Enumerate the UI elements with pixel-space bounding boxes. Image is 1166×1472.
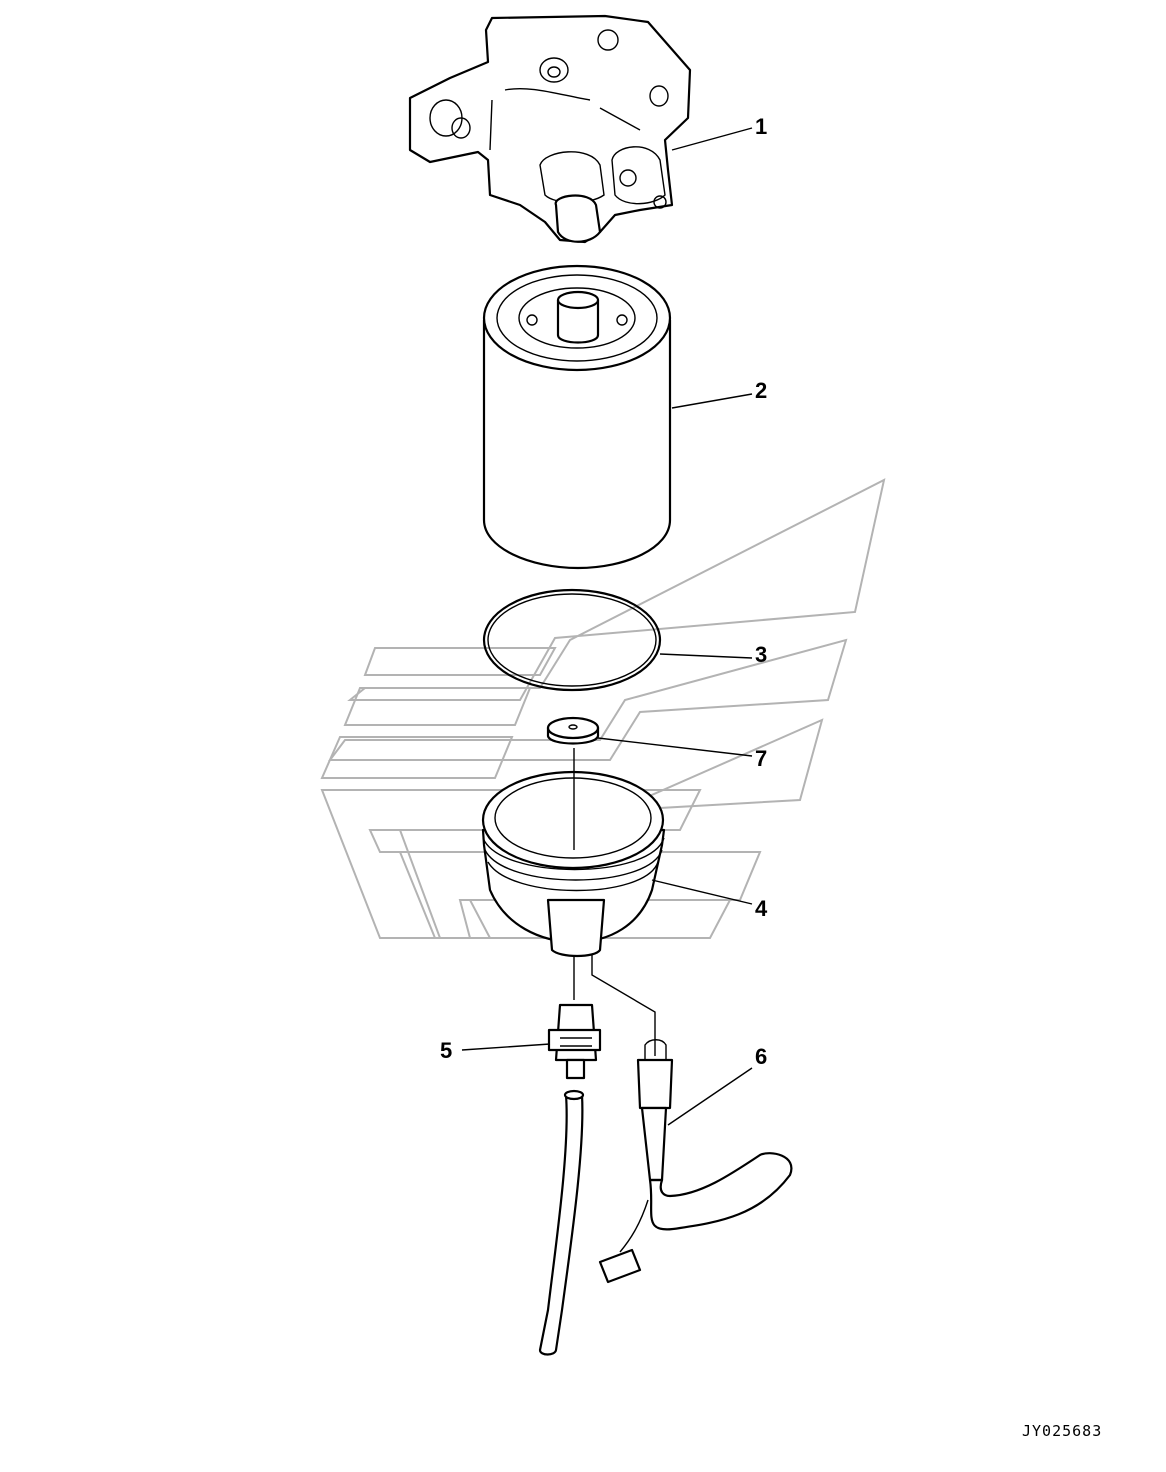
filter-element <box>482 264 672 570</box>
drain-hose <box>538 1089 585 1356</box>
callout-7: 7 <box>755 746 767 771</box>
drain-valve <box>547 955 602 1080</box>
callout-1: 1 <box>755 114 767 139</box>
leader-line-3 <box>659 653 753 659</box>
callout-4: 4 <box>755 896 768 921</box>
leader-line-2 <box>671 393 753 409</box>
drawing-id: JY025683 <box>1022 1422 1102 1440</box>
filter-head <box>408 14 692 244</box>
leader-line-7 <box>597 737 753 757</box>
leader-line-1 <box>671 127 753 151</box>
o-ring <box>482 588 662 692</box>
watermark-logo <box>320 478 886 939</box>
callout-6: 6 <box>755 1044 767 1069</box>
sensor-harness <box>591 955 793 1284</box>
callout-3: 3 <box>755 642 767 667</box>
callout-5: 5 <box>440 1038 452 1063</box>
seal-washer <box>546 716 600 745</box>
leader-line-6 <box>667 1067 753 1126</box>
callout-2: 2 <box>755 378 767 403</box>
leader-line-5 <box>461 1043 551 1051</box>
leader-line-4 <box>651 879 753 905</box>
separator-bowl <box>481 748 666 958</box>
